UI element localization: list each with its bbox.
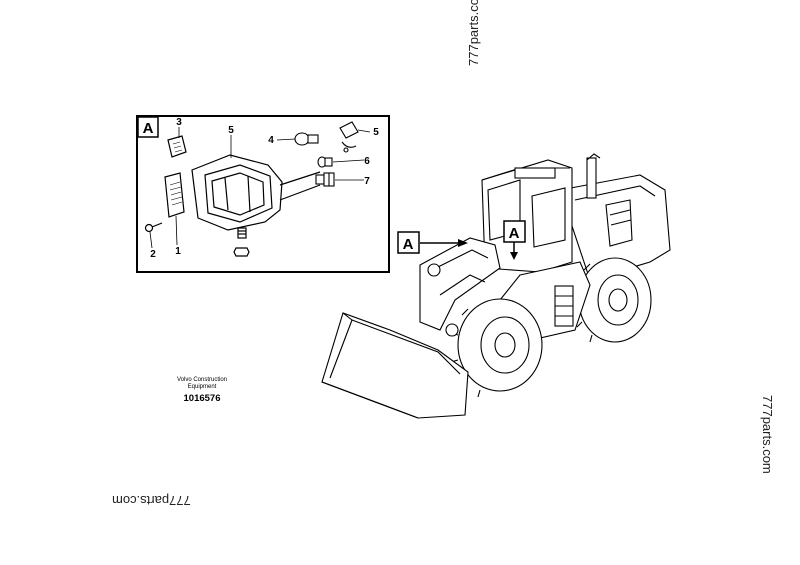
callout-2: 2 — [150, 249, 156, 260]
bucket — [321, 312, 469, 419]
bulb-part-4 — [294, 132, 319, 146]
callout-1: 1 — [175, 246, 181, 257]
callout-4: 4 — [268, 135, 274, 146]
callout-3: 3 — [176, 117, 182, 128]
exhaust-pipe — [586, 157, 597, 199]
detail-frame — [136, 115, 390, 273]
watermark-right: 777parts.com — [760, 395, 775, 474]
view-label-top: A — [509, 225, 520, 242]
view-label-left: A — [403, 236, 414, 253]
lift-arm — [419, 237, 501, 331]
detail-label-box — [137, 116, 159, 138]
cab-window-door — [531, 187, 566, 248]
caption-subtitle: Equipment — [187, 384, 217, 390]
work-lamp-part-5 — [191, 154, 321, 257]
detail-view-a: A — [136, 115, 390, 273]
view-a-marker-top: A — [503, 220, 526, 260]
callout-7: 7 — [364, 176, 370, 187]
caption-number: 1016576 — [183, 393, 221, 404]
holder-part-7 — [315, 172, 335, 187]
callout-6: 6 — [364, 156, 370, 167]
watermark-top: 777parts.com — [466, 0, 481, 66]
leader-lines — [149, 127, 371, 249]
watermark-bottom: 777parts.com — [112, 493, 191, 508]
wheel-loader — [321, 153, 671, 419]
rear-wheel — [571, 257, 652, 343]
reflector-part-3 — [167, 135, 187, 158]
callout-5-lamp: 5 — [228, 125, 234, 136]
bulb-part-6 — [317, 156, 333, 168]
callout-5-connector: 5 — [373, 127, 379, 138]
lens-cover-part-1 — [164, 172, 185, 218]
screw-part-2 — [144, 222, 163, 233]
view-a-marker-left: A — [397, 231, 468, 254]
detail-label: A — [143, 120, 154, 137]
connector-part-5 — [339, 121, 359, 153]
caption-company: Volvo Construction — [176, 377, 228, 383]
